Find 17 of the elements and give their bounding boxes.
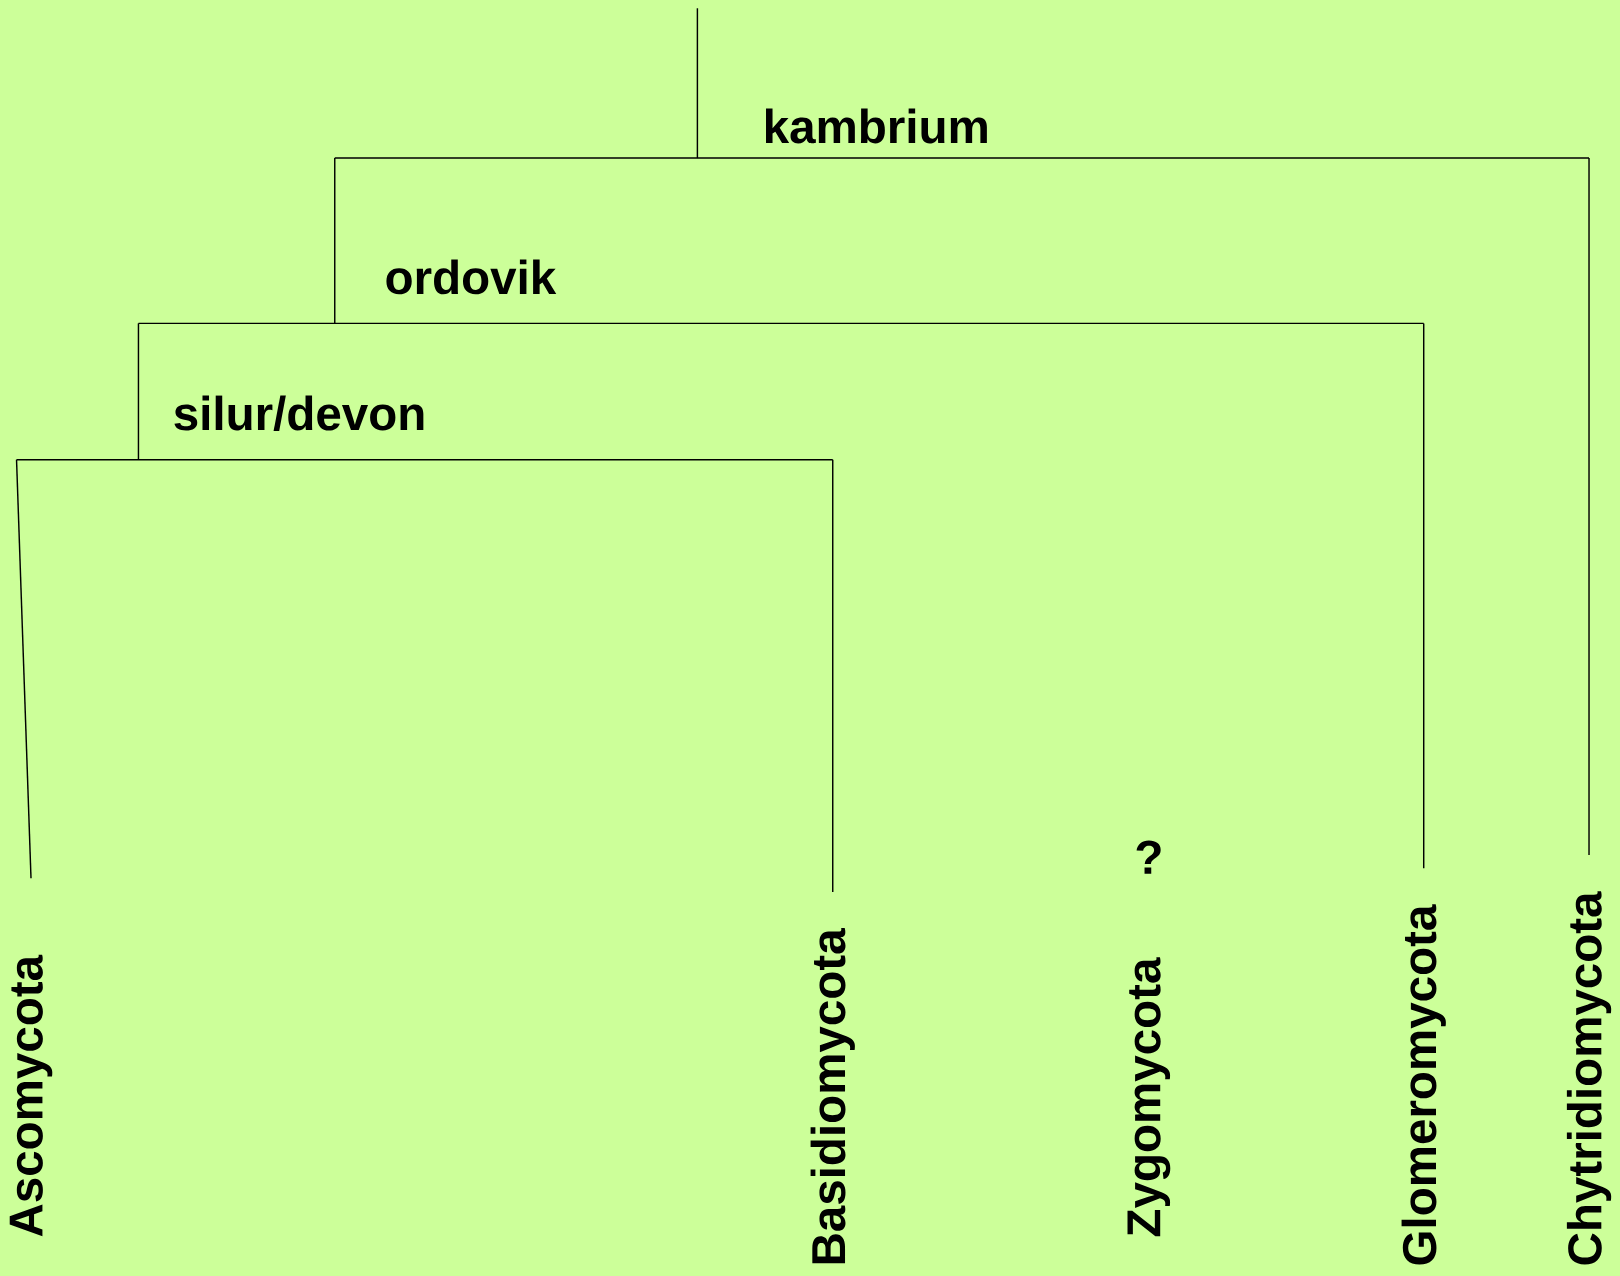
branch-line: [1423, 322, 1425, 869]
question-mark: ?: [1136, 840, 1161, 874]
branch-line: [696, 7, 699, 159]
clade-bar: [137, 322, 1425, 325]
taxon-label: Zygomycota: [1127, 957, 1171, 1237]
period-label: silur/devon: [174, 395, 424, 431]
taxon-label: Basidiomycota: [810, 928, 855, 1264]
branch-line: [1588, 157, 1590, 856]
period-label: ordovik: [386, 259, 557, 295]
branch-line: [832, 459, 834, 893]
taxon-label: Ascomycota: [9, 954, 53, 1237]
taxon-label: Glomeromycota: [1401, 904, 1446, 1265]
branch-line: [137, 322, 140, 461]
branch-line: [334, 157, 336, 325]
period-label: kambrium: [766, 108, 987, 144]
branch-line: [15, 459, 32, 879]
taxon-label: Chytridiomycota: [1566, 891, 1612, 1265]
